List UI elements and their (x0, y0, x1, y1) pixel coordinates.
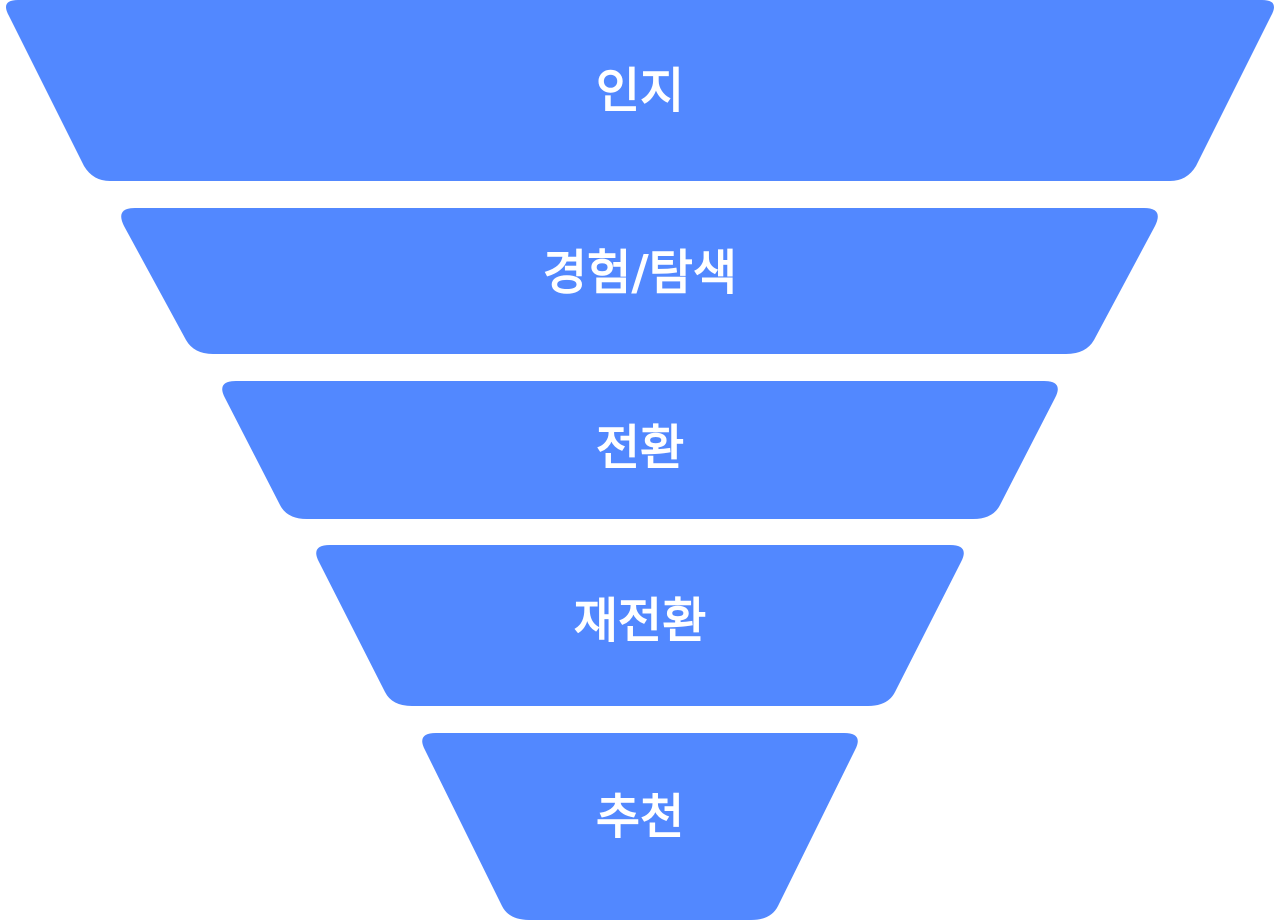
funnel-stage-awareness: 인지 (6, 0, 1274, 181)
funnel-stage-experience-label: 경험/탐색 (543, 245, 737, 301)
funnel-stage-awareness-label: 인지 (596, 63, 684, 119)
funnel-stage-reconversion-label: 재전환 (574, 593, 706, 649)
funnel-stage-experience: 경험/탐색 (121, 208, 1158, 354)
funnel-stage-conversion-shape (222, 381, 1058, 519)
funnel-stage-recommendation-shape (422, 733, 858, 920)
funnel-stage-recommendation-label: 추천 (596, 789, 684, 845)
funnel-stage-conversion: 전환 (222, 381, 1058, 519)
funnel-stage-recommendation: 추천 (422, 733, 858, 920)
funnel-stage-experience-shape (121, 208, 1158, 354)
funnel-stage-reconversion: 재전환 (316, 545, 964, 706)
funnel-stage-awareness-shape (6, 0, 1274, 181)
funnel-stage-reconversion-shape (316, 545, 964, 706)
funnel-stage-conversion-label: 전환 (596, 420, 684, 476)
